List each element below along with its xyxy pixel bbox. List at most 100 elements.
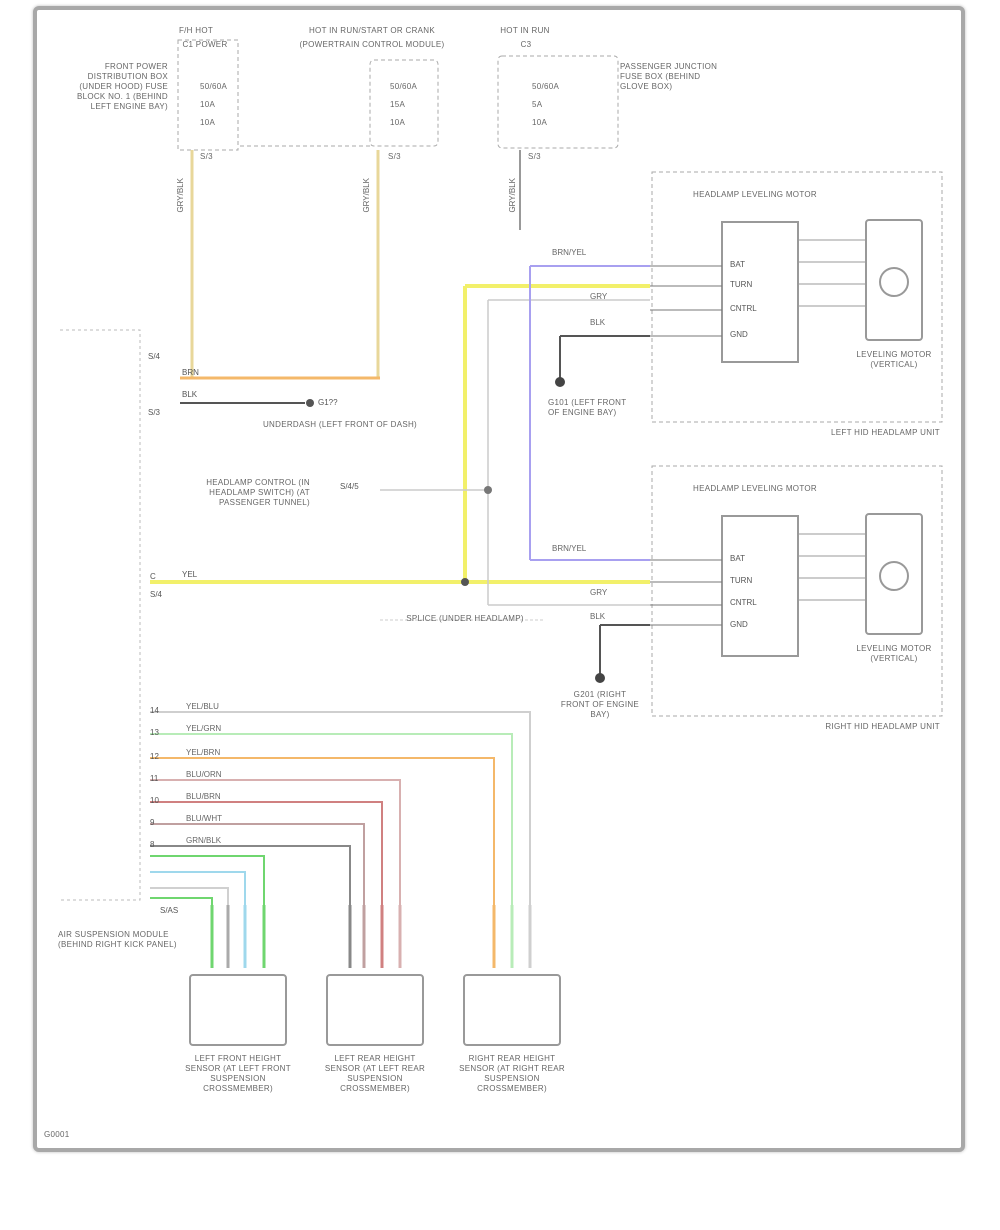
lh-pin-turn: TURN bbox=[730, 280, 753, 289]
top-right-fuse-desc: PASSENGER JUNCTION FUSE BOX (BEHIND GLOV… bbox=[620, 62, 718, 91]
splice-point-2 bbox=[461, 578, 469, 586]
bus-pin-6: 9 bbox=[150, 818, 155, 827]
bus-wire-4: BLU/ORN bbox=[186, 770, 222, 779]
lf-sensor-box bbox=[189, 974, 287, 1046]
left-motor-icon bbox=[879, 267, 909, 297]
left-motor-body bbox=[865, 219, 923, 341]
module-pin-top-2: S/3 bbox=[148, 408, 161, 417]
rr-sensor-box bbox=[463, 974, 561, 1046]
bus-pin-3: 12 bbox=[150, 752, 159, 761]
lh-wire-gry: GRY bbox=[590, 292, 608, 301]
top-right-bottom-pin: S/3 bbox=[528, 152, 541, 161]
diagram-sheet bbox=[33, 6, 965, 1152]
bus-pin-5: 10 bbox=[150, 796, 159, 805]
ground-rh bbox=[595, 673, 605, 683]
air-suspension-module-label: AIR SUSPENSION MODULE (BEHIND RIGHT KICK… bbox=[58, 930, 177, 949]
wire-blu-wht bbox=[150, 823, 365, 905]
wire-blu-brn bbox=[150, 801, 383, 905]
rh-pin-turn: TURN bbox=[730, 576, 753, 585]
bus-pin-7: 8 bbox=[150, 840, 155, 849]
top-left-fuse-pin-label-1: 50/60A bbox=[200, 82, 228, 91]
top-right-fuse-header: HOT IN RUN bbox=[500, 26, 550, 35]
lh-wire-blk: BLK bbox=[590, 318, 606, 327]
top-left-fuse-pin: C1 POWER bbox=[182, 40, 228, 49]
top-left-fuse-pin-label-3: 10A bbox=[200, 118, 216, 127]
top-right-pin-label-3: 10A bbox=[532, 118, 548, 127]
lh-pin-cntrl: CNTRL bbox=[730, 304, 757, 313]
rh-pin-cntrl: CNTRL bbox=[730, 598, 757, 607]
wire-yel-grn bbox=[150, 733, 513, 905]
wire-top-right-label: GRY/BLK bbox=[508, 178, 517, 213]
wire-top-center-label: GRY/BLK bbox=[362, 178, 371, 213]
wire-yel-blu bbox=[150, 711, 531, 905]
right-motor-icon bbox=[879, 561, 909, 591]
rh-motor-title: HEADLAMP LEVELING MOTOR bbox=[693, 484, 817, 493]
bus-wire-1: YEL/BLU bbox=[186, 702, 219, 711]
rh-wire-blk: BLK bbox=[590, 612, 606, 621]
module-pin-top-1: S/4 bbox=[148, 352, 161, 361]
lh-box-label: LEFT HID HEADLAMP UNIT bbox=[831, 428, 940, 437]
module-pin-top-label-1: BRN bbox=[182, 368, 199, 377]
splice-label: SPLICE (UNDER HEADLAMP) bbox=[406, 614, 524, 623]
wire-white bbox=[150, 887, 229, 905]
wire-grn-blk bbox=[150, 845, 351, 905]
top-ground-id: G1?? bbox=[318, 398, 338, 407]
module-middle-wire: YEL bbox=[182, 570, 198, 579]
ground-point bbox=[306, 399, 314, 407]
left-headlamp-box bbox=[651, 171, 943, 423]
rh-pin-gnd: GND bbox=[730, 620, 748, 629]
bus-wire-6: BLU/WHT bbox=[186, 814, 222, 823]
module-outline bbox=[60, 329, 141, 901]
bus-wire-5: BLU/BRN bbox=[186, 792, 221, 801]
top-left-fuse-box bbox=[177, 39, 239, 151]
ecm-header: HOT IN RUN/START OR CRANK bbox=[308, 26, 436, 35]
right-headlamp-box bbox=[651, 465, 943, 717]
top-left-fuse-bottom-pin: S/3 bbox=[200, 152, 213, 161]
top-right-fuse-pin: C3 bbox=[520, 40, 532, 49]
bus-wire-7: GRN/BLK bbox=[186, 836, 222, 845]
headlamp-switch-wire: S/4/5 bbox=[340, 482, 359, 491]
lr-sensor-box bbox=[326, 974, 424, 1046]
bus-pin-4: 11 bbox=[150, 774, 159, 783]
left-motor-connector bbox=[721, 221, 799, 363]
lr-sensor-label: LEFT REAR HEIGHT SENSOR (AT LEFT REAR SU… bbox=[324, 1054, 426, 1093]
wire-cyan bbox=[150, 871, 246, 905]
rr-sensor-label: RIGHT REAR HEIGHT SENSOR (AT RIGHT REAR … bbox=[459, 1054, 565, 1093]
lh-pin-gnd: GND bbox=[730, 330, 748, 339]
diagram-id: G0001 bbox=[44, 1130, 70, 1139]
top-right-pin-label-2: 5A bbox=[532, 100, 543, 109]
wire-top-left-label: GRY/BLK bbox=[176, 178, 185, 213]
lh-motor-title: HEADLAMP LEVELING MOTOR bbox=[693, 190, 817, 199]
bus-wire-2: YEL/GRN bbox=[186, 724, 222, 733]
ground-lh bbox=[555, 377, 565, 387]
wire-blu-orn bbox=[150, 779, 401, 905]
rh-wire-gry: GRY bbox=[590, 588, 608, 597]
top-right-fuse-box bbox=[497, 55, 619, 149]
right-motor-body bbox=[865, 513, 923, 635]
lf-sensor-label: LEFT FRONT HEIGHT SENSOR (AT LEFT FRONT … bbox=[185, 1054, 291, 1093]
wire-green bbox=[150, 855, 265, 905]
ecm-pin-label-2: 15A bbox=[390, 100, 406, 109]
module-bottom-pin: S/AS bbox=[160, 906, 179, 915]
module-pin-top-label-2: BLK bbox=[182, 390, 198, 399]
bus-wire-3: YEL/BRN bbox=[186, 748, 221, 757]
ecm-pin-label-1: 50/60A bbox=[390, 82, 418, 91]
top-ground-desc: UNDERDASH (LEFT FRONT OF DASH) bbox=[262, 420, 418, 429]
rh-motor-label: LEVELING MOTOR (VERTICAL) bbox=[856, 644, 932, 663]
lh-motor-label: LEVELING MOTOR (VERTICAL) bbox=[856, 350, 932, 369]
top-left-fuse-pin-label-2: 10A bbox=[200, 100, 216, 109]
lh-wire-brn-yel: BRN/YEL bbox=[552, 248, 587, 257]
ecm-box bbox=[369, 59, 439, 147]
splice-point-1 bbox=[484, 486, 492, 494]
ecm-pin-label-3: 10A bbox=[390, 118, 406, 127]
top-left-fuse-desc: FRONT POWER DISTRIBUTION BOX (UNDER HOOD… bbox=[76, 62, 168, 111]
rh-box-label: RIGHT HID HEADLAMP UNIT bbox=[825, 722, 940, 731]
top-left-fuse-header: F/H HOT bbox=[178, 26, 214, 35]
module-middle-pin: C bbox=[150, 572, 156, 581]
wire-yel-brn bbox=[150, 757, 495, 905]
wire-green-2 bbox=[150, 897, 213, 905]
rh-ground-label: G201 (RIGHT FRONT OF ENGINE BAY) bbox=[560, 690, 640, 719]
ecm-sub: (POWERTRAIN CONTROL MODULE) bbox=[299, 40, 445, 49]
module-middle-pin-label: S/4 bbox=[150, 590, 163, 599]
